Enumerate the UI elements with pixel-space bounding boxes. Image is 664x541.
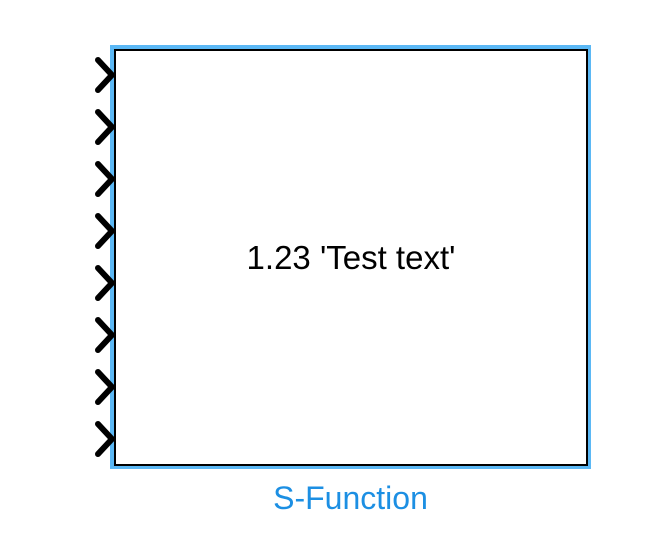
input-port-chevron-icon[interactable] (95, 421, 115, 457)
input-port-chevron-icon[interactable] (95, 265, 115, 301)
input-port-chevron-icon[interactable] (95, 369, 115, 405)
input-port-chevron-icon[interactable] (95, 57, 115, 93)
block-display-text: 1.23 'Test text' (246, 239, 456, 276)
block-name-label[interactable]: S-Function (273, 480, 428, 516)
input-port-chevron-icon[interactable] (95, 161, 115, 197)
input-port-chevron-icon[interactable] (95, 109, 115, 145)
block-selection-outline[interactable] (110, 45, 591, 469)
input-port-chevron-icon[interactable] (95, 317, 115, 353)
input-port-chevron-icon[interactable] (95, 213, 115, 249)
s-function-block[interactable]: 1.23 'Test text' (114, 49, 588, 466)
